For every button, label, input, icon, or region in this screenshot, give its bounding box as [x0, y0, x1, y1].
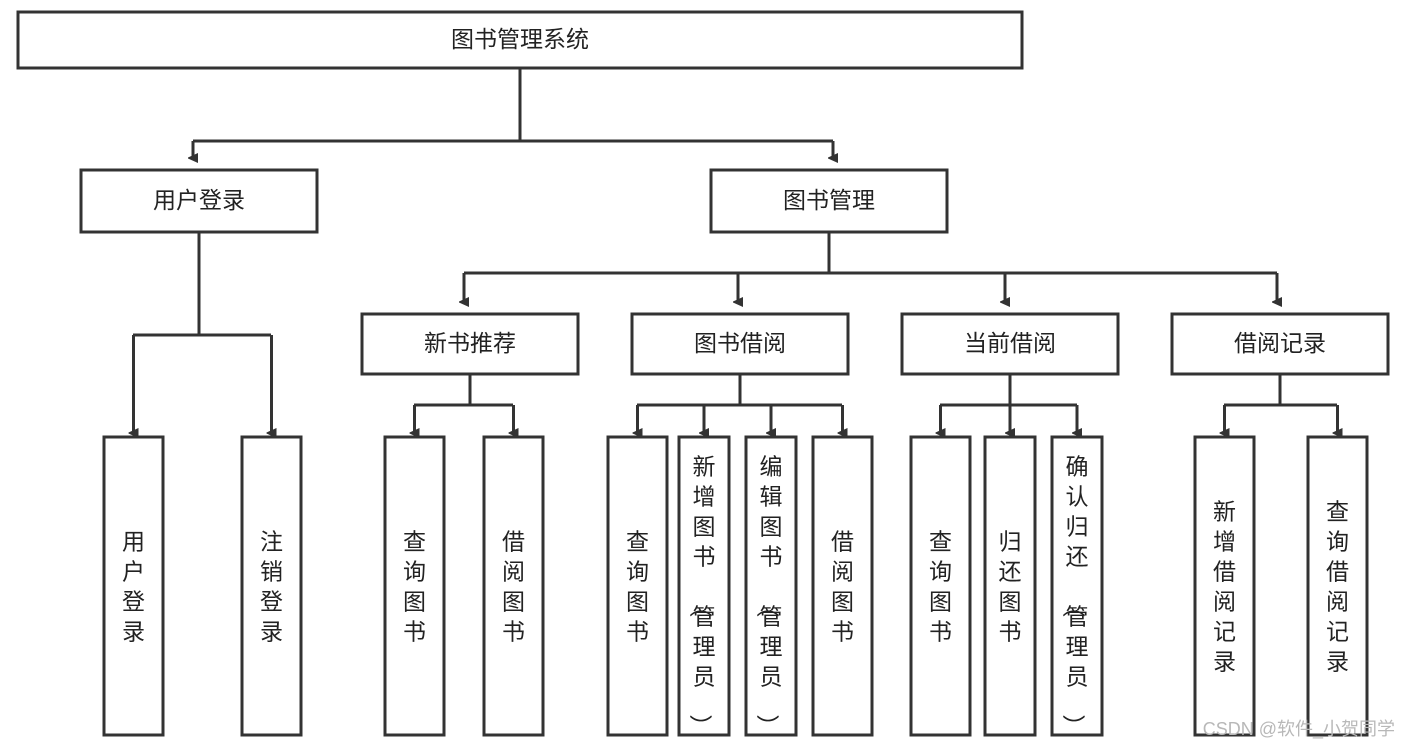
edges-layer [133, 68, 1338, 433]
leaf-borrow-book-recommend-box [482, 435, 545, 737]
leaf-user-logout-label: 注销登录 [260, 528, 283, 644]
node-root[interactable]: 图书管理系统 [16, 10, 1024, 70]
current-borrow-label: 当前借阅 [964, 330, 1056, 356]
leaf-user-logout-box [240, 435, 303, 737]
node-user-login[interactable]: 用户登录 [79, 168, 319, 234]
new-book-recommend-box [360, 312, 580, 376]
leaf-confirm-return-admin-label: 确认归还（管理员） [1061, 453, 1089, 737]
node-borrow-records[interactable]: 借阅记录 [1170, 312, 1390, 376]
root-box [16, 10, 1024, 70]
node-leaf-user-login[interactable]: 用户登录 [102, 435, 165, 737]
leaf-return-book-label: 归还图书 [999, 528, 1022, 644]
leaf-return-book-box [983, 435, 1037, 737]
node-leaf-add-book-admin[interactable]: 新增图书（管理员） [677, 435, 731, 737]
nodes-layer: 图书管理系统用户登录图书管理新书推荐图书借阅当前借阅借阅记录用户登录注销登录查询… [16, 10, 1390, 737]
leaf-borrow-book-label: 借阅图书 [831, 528, 854, 644]
book-management-box [709, 168, 949, 234]
node-leaf-user-logout[interactable]: 注销登录 [240, 435, 303, 737]
leaf-confirm-return-admin-box [1050, 435, 1104, 737]
leaf-add-book-admin-box [677, 435, 731, 737]
node-book-management[interactable]: 图书管理 [709, 168, 949, 234]
leaf-borrow-book-box [811, 435, 874, 737]
book-management-label: 图书管理 [783, 187, 875, 213]
node-leaf-query-book-recommend[interactable]: 查询图书 [383, 435, 446, 737]
borrow-records-label: 借阅记录 [1234, 330, 1326, 356]
node-book-borrow[interactable]: 图书借阅 [630, 312, 850, 376]
leaf-add-borrow-record-box [1193, 435, 1256, 737]
node-leaf-query-book-borrow[interactable]: 查询图书 [606, 435, 669, 737]
leaf-user-login-label: 用户登录 [122, 528, 145, 644]
node-leaf-query-borrow-record[interactable]: 查询借阅记录 [1306, 435, 1369, 737]
borrow-records-box [1170, 312, 1390, 376]
leaf-user-login-box [102, 435, 165, 737]
node-new-book-recommend[interactable]: 新书推荐 [360, 312, 580, 376]
user-login-label: 用户登录 [153, 187, 245, 213]
root-label: 图书管理系统 [451, 26, 589, 52]
leaf-add-borrow-record-label: 新增借阅记录 [1213, 498, 1236, 674]
user-login-box [79, 168, 319, 234]
node-current-borrow[interactable]: 当前借阅 [900, 312, 1120, 376]
new-book-recommend-label: 新书推荐 [424, 330, 516, 356]
leaf-borrow-book-recommend-label: 借阅图书 [502, 528, 525, 644]
node-leaf-borrow-book[interactable]: 借阅图书 [811, 435, 874, 737]
node-leaf-query-book-current[interactable]: 查询图书 [909, 435, 972, 737]
book-borrow-box [630, 312, 850, 376]
node-leaf-borrow-book-recommend[interactable]: 借阅图书 [482, 435, 545, 737]
node-leaf-add-borrow-record[interactable]: 新增借阅记录 [1193, 435, 1256, 737]
leaf-query-book-current-box [909, 435, 972, 737]
leaf-query-book-borrow-box [606, 435, 669, 737]
leaf-query-book-recommend-label: 查询图书 [403, 528, 426, 644]
node-leaf-edit-book-admin[interactable]: 编辑图书（管理员） [744, 435, 798, 737]
current-borrow-box [900, 312, 1120, 376]
node-leaf-confirm-return-admin[interactable]: 确认归还（管理员） [1050, 435, 1104, 737]
leaf-query-borrow-record-label: 查询借阅记录 [1326, 498, 1349, 674]
node-leaf-return-book[interactable]: 归还图书 [983, 435, 1037, 737]
leaf-edit-book-admin-label: 编辑图书（管理员） [755, 453, 783, 737]
leaf-query-book-borrow-label: 查询图书 [626, 528, 649, 644]
book-borrow-label: 图书借阅 [694, 330, 786, 356]
leaf-query-borrow-record-box [1306, 435, 1369, 737]
leaf-add-book-admin-label: 新增图书（管理员） [688, 453, 716, 737]
leaf-edit-book-admin-box [744, 435, 798, 737]
leaf-query-book-recommend-box [383, 435, 446, 737]
leaf-query-book-current-label: 查询图书 [929, 528, 952, 644]
